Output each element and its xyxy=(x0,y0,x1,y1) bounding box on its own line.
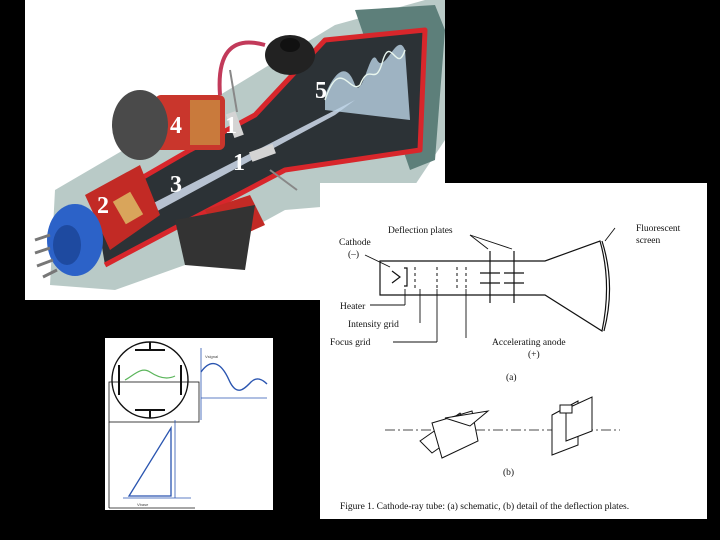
plate-lead-bottom xyxy=(269,169,298,191)
face-deflection-plates xyxy=(118,342,182,418)
label-accelerating-anode: Accelerating anode xyxy=(492,338,566,348)
electron-beam xyxy=(130,100,355,222)
deflection-plates xyxy=(480,251,524,303)
part-number-2: 2 xyxy=(97,193,109,219)
signal-axis-label: Vsignal xyxy=(205,354,218,359)
anode-cap xyxy=(265,35,315,75)
cathode-symbol xyxy=(391,270,401,284)
anode-wire xyxy=(217,40,266,96)
leader-lines xyxy=(364,227,616,343)
face-trace xyxy=(124,369,176,381)
screen-waveform xyxy=(324,49,406,101)
base-socket-ring xyxy=(53,225,81,265)
part-number-5: 5 xyxy=(315,78,327,104)
part-a-label: (a) xyxy=(506,372,517,383)
socket-pins xyxy=(34,233,58,279)
label-cathode-sign: (–) xyxy=(348,249,359,260)
part-number-4: 4 xyxy=(170,113,182,139)
crt-cutaway-illustration: 1 1 2 3 4 5 xyxy=(25,0,445,300)
label-screen-2: screen xyxy=(636,236,661,246)
sweep-axis-label: Vbase xyxy=(137,502,149,507)
label-focus-grid: Focus grid xyxy=(330,338,371,348)
label-deflection-plates: Deflection plates xyxy=(388,225,453,236)
coil-core xyxy=(112,90,168,160)
heater-filament xyxy=(112,191,144,225)
connector-box xyxy=(108,381,200,423)
figure-caption: Figure 1. Cathode-ray tube: (a) schemati… xyxy=(340,501,629,512)
tube-face-circle xyxy=(111,341,189,419)
screen-trace xyxy=(325,44,410,121)
deflection-plate-detail-right xyxy=(551,396,593,456)
anode-cap-top xyxy=(280,38,300,52)
part-number-1b: 1 xyxy=(233,150,245,176)
lower-cone xyxy=(175,205,255,270)
label-cathode: Cathode xyxy=(339,238,371,248)
label-screen-1: Fluorescent xyxy=(636,224,681,234)
plate-lead-top xyxy=(229,69,238,113)
part-number-3: 3 xyxy=(170,172,182,198)
tube-outline xyxy=(379,240,611,332)
deflection-plate-detail-left xyxy=(419,410,490,459)
part-b-label: (b) xyxy=(503,467,514,478)
heater-symbol xyxy=(404,267,408,287)
grid-dashes xyxy=(414,267,467,289)
part-number-1a: 1 xyxy=(225,113,237,139)
coil-winding xyxy=(190,100,220,145)
label-intensity-grid: Intensity grid xyxy=(348,320,399,330)
crt-schematic-figure: Deflection plates Cathode (–) Fluorescen… xyxy=(320,183,707,519)
sawtooth-ramp xyxy=(127,425,172,497)
oscilloscope-sweep-diagram: Vsignal Vbase xyxy=(105,338,273,510)
label-anode-sign: (+) xyxy=(528,349,540,360)
signal-curve xyxy=(200,362,268,391)
label-heater: Heater xyxy=(340,302,366,312)
deflection-plate-bottom xyxy=(249,143,276,162)
deflection-plate-top xyxy=(225,111,244,138)
